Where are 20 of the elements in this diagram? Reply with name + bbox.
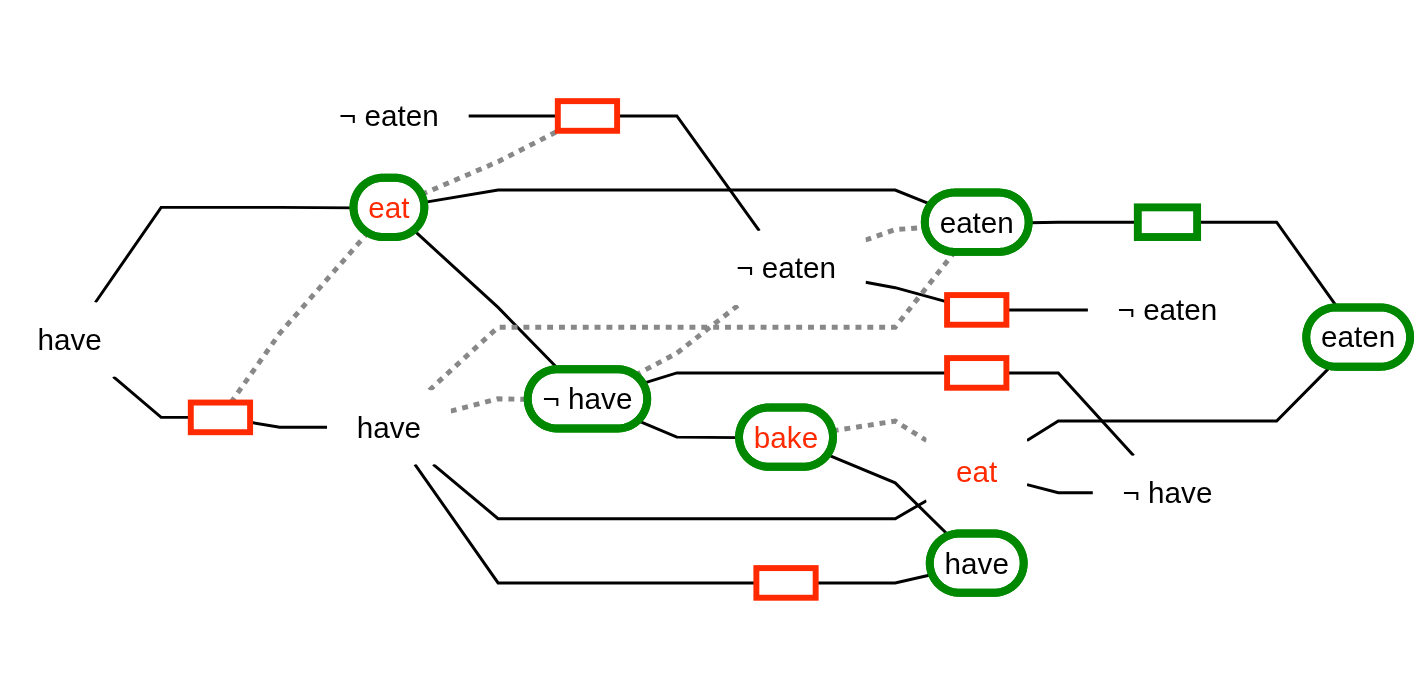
node-box [944, 291, 1010, 328]
connector [468, 114, 558, 118]
connector [432, 462, 928, 520]
node-text: ¬ eaten [339, 99, 439, 132]
node-text: eat [956, 455, 998, 488]
node-box [944, 354, 1010, 391]
node-box [1133, 203, 1202, 241]
node-text: ¬ eaten [736, 251, 836, 284]
node-box [187, 399, 254, 435]
node-box [753, 564, 819, 601]
connector [617, 114, 761, 232]
node-box [554, 97, 621, 134]
connector [112, 375, 191, 419]
connector [1026, 482, 1093, 494]
connector [1006, 371, 1135, 457]
node-text: have [37, 322, 102, 356]
connector [1006, 308, 1088, 312]
node-text: have [356, 410, 422, 444]
node-text: ¬ eaten [1117, 293, 1218, 326]
node-text: ¬ have [1122, 476, 1213, 509]
